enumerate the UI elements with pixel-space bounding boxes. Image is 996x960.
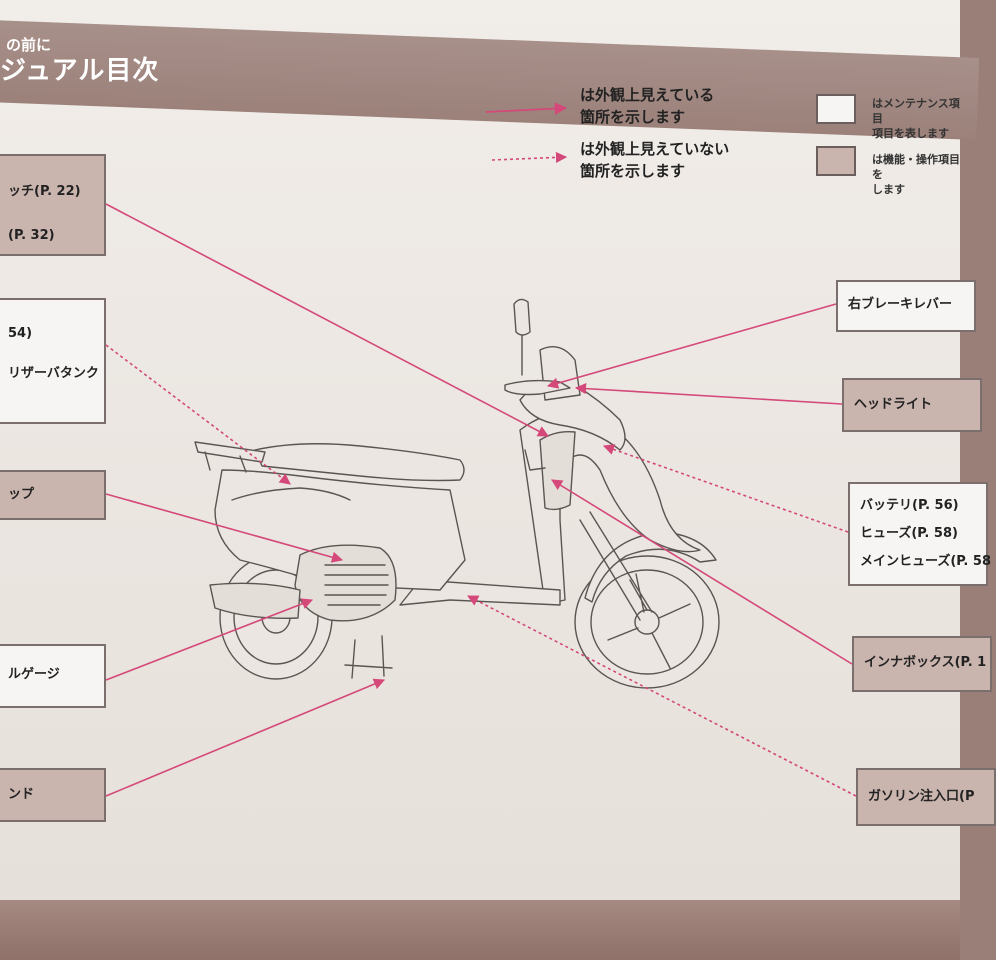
label-gauge: ルゲージ xyxy=(0,644,106,708)
label-right-brake-lever: 右ブレーキレバー xyxy=(836,280,976,332)
legend-visible-text: は外観上見えている 箇所を示します xyxy=(580,86,715,126)
pointer-gauge xyxy=(105,598,314,681)
label-headlight: ヘッドライト xyxy=(842,378,982,432)
label-battery-fuses: バッテリ(P. 56) ヒューズ(P. 58) メインヒューズ(P. 58 xyxy=(848,482,991,586)
maintenance-legend-box xyxy=(816,94,856,124)
pointer-inner-box xyxy=(551,479,853,665)
pointer-cap xyxy=(105,493,344,563)
legend-operation-text: は機能・操作項目を します xyxy=(872,153,960,196)
manual-page: の前に ジュアル目次 は外観上見えている 箇所を示します は外観上見えていない … xyxy=(0,0,996,910)
section-subtitle: の前に xyxy=(6,36,52,54)
operation-legend-box xyxy=(816,146,856,176)
page-title: ジュアル目次 xyxy=(0,56,160,86)
label-inner-box: インナボックス(P. 1 xyxy=(852,636,992,692)
label-stand: ンド xyxy=(0,768,106,822)
legend-dashed-arrow xyxy=(491,151,568,164)
pointer-switch xyxy=(105,203,549,437)
pointer-reservoir xyxy=(105,344,291,485)
legend-solid-arrow xyxy=(485,102,568,115)
pointer-lines xyxy=(105,203,857,797)
label-switch: ッチ(P. 22) (P. 32) xyxy=(0,154,106,256)
scooter-illustration xyxy=(194,298,720,689)
scooter-diagram xyxy=(105,102,857,797)
label-fuel-inlet: ガソリン注入口(P xyxy=(856,768,996,826)
pointer-fuel-inlet xyxy=(467,595,857,797)
book-edge xyxy=(0,900,960,960)
pointer-stand xyxy=(105,678,386,797)
legend-maintenance-text: はメンテナンス項目 項目を表します xyxy=(872,97,960,140)
pointer-headlight xyxy=(574,383,843,405)
legend-hidden-text: は外観上見えていない 箇所を示します xyxy=(580,140,730,180)
label-reservoir-tank: 54) リザーバタンク xyxy=(0,298,106,424)
pointer-battery xyxy=(602,444,849,533)
label-cap: ップ xyxy=(0,470,106,520)
pointer-brake-lever xyxy=(546,303,837,389)
